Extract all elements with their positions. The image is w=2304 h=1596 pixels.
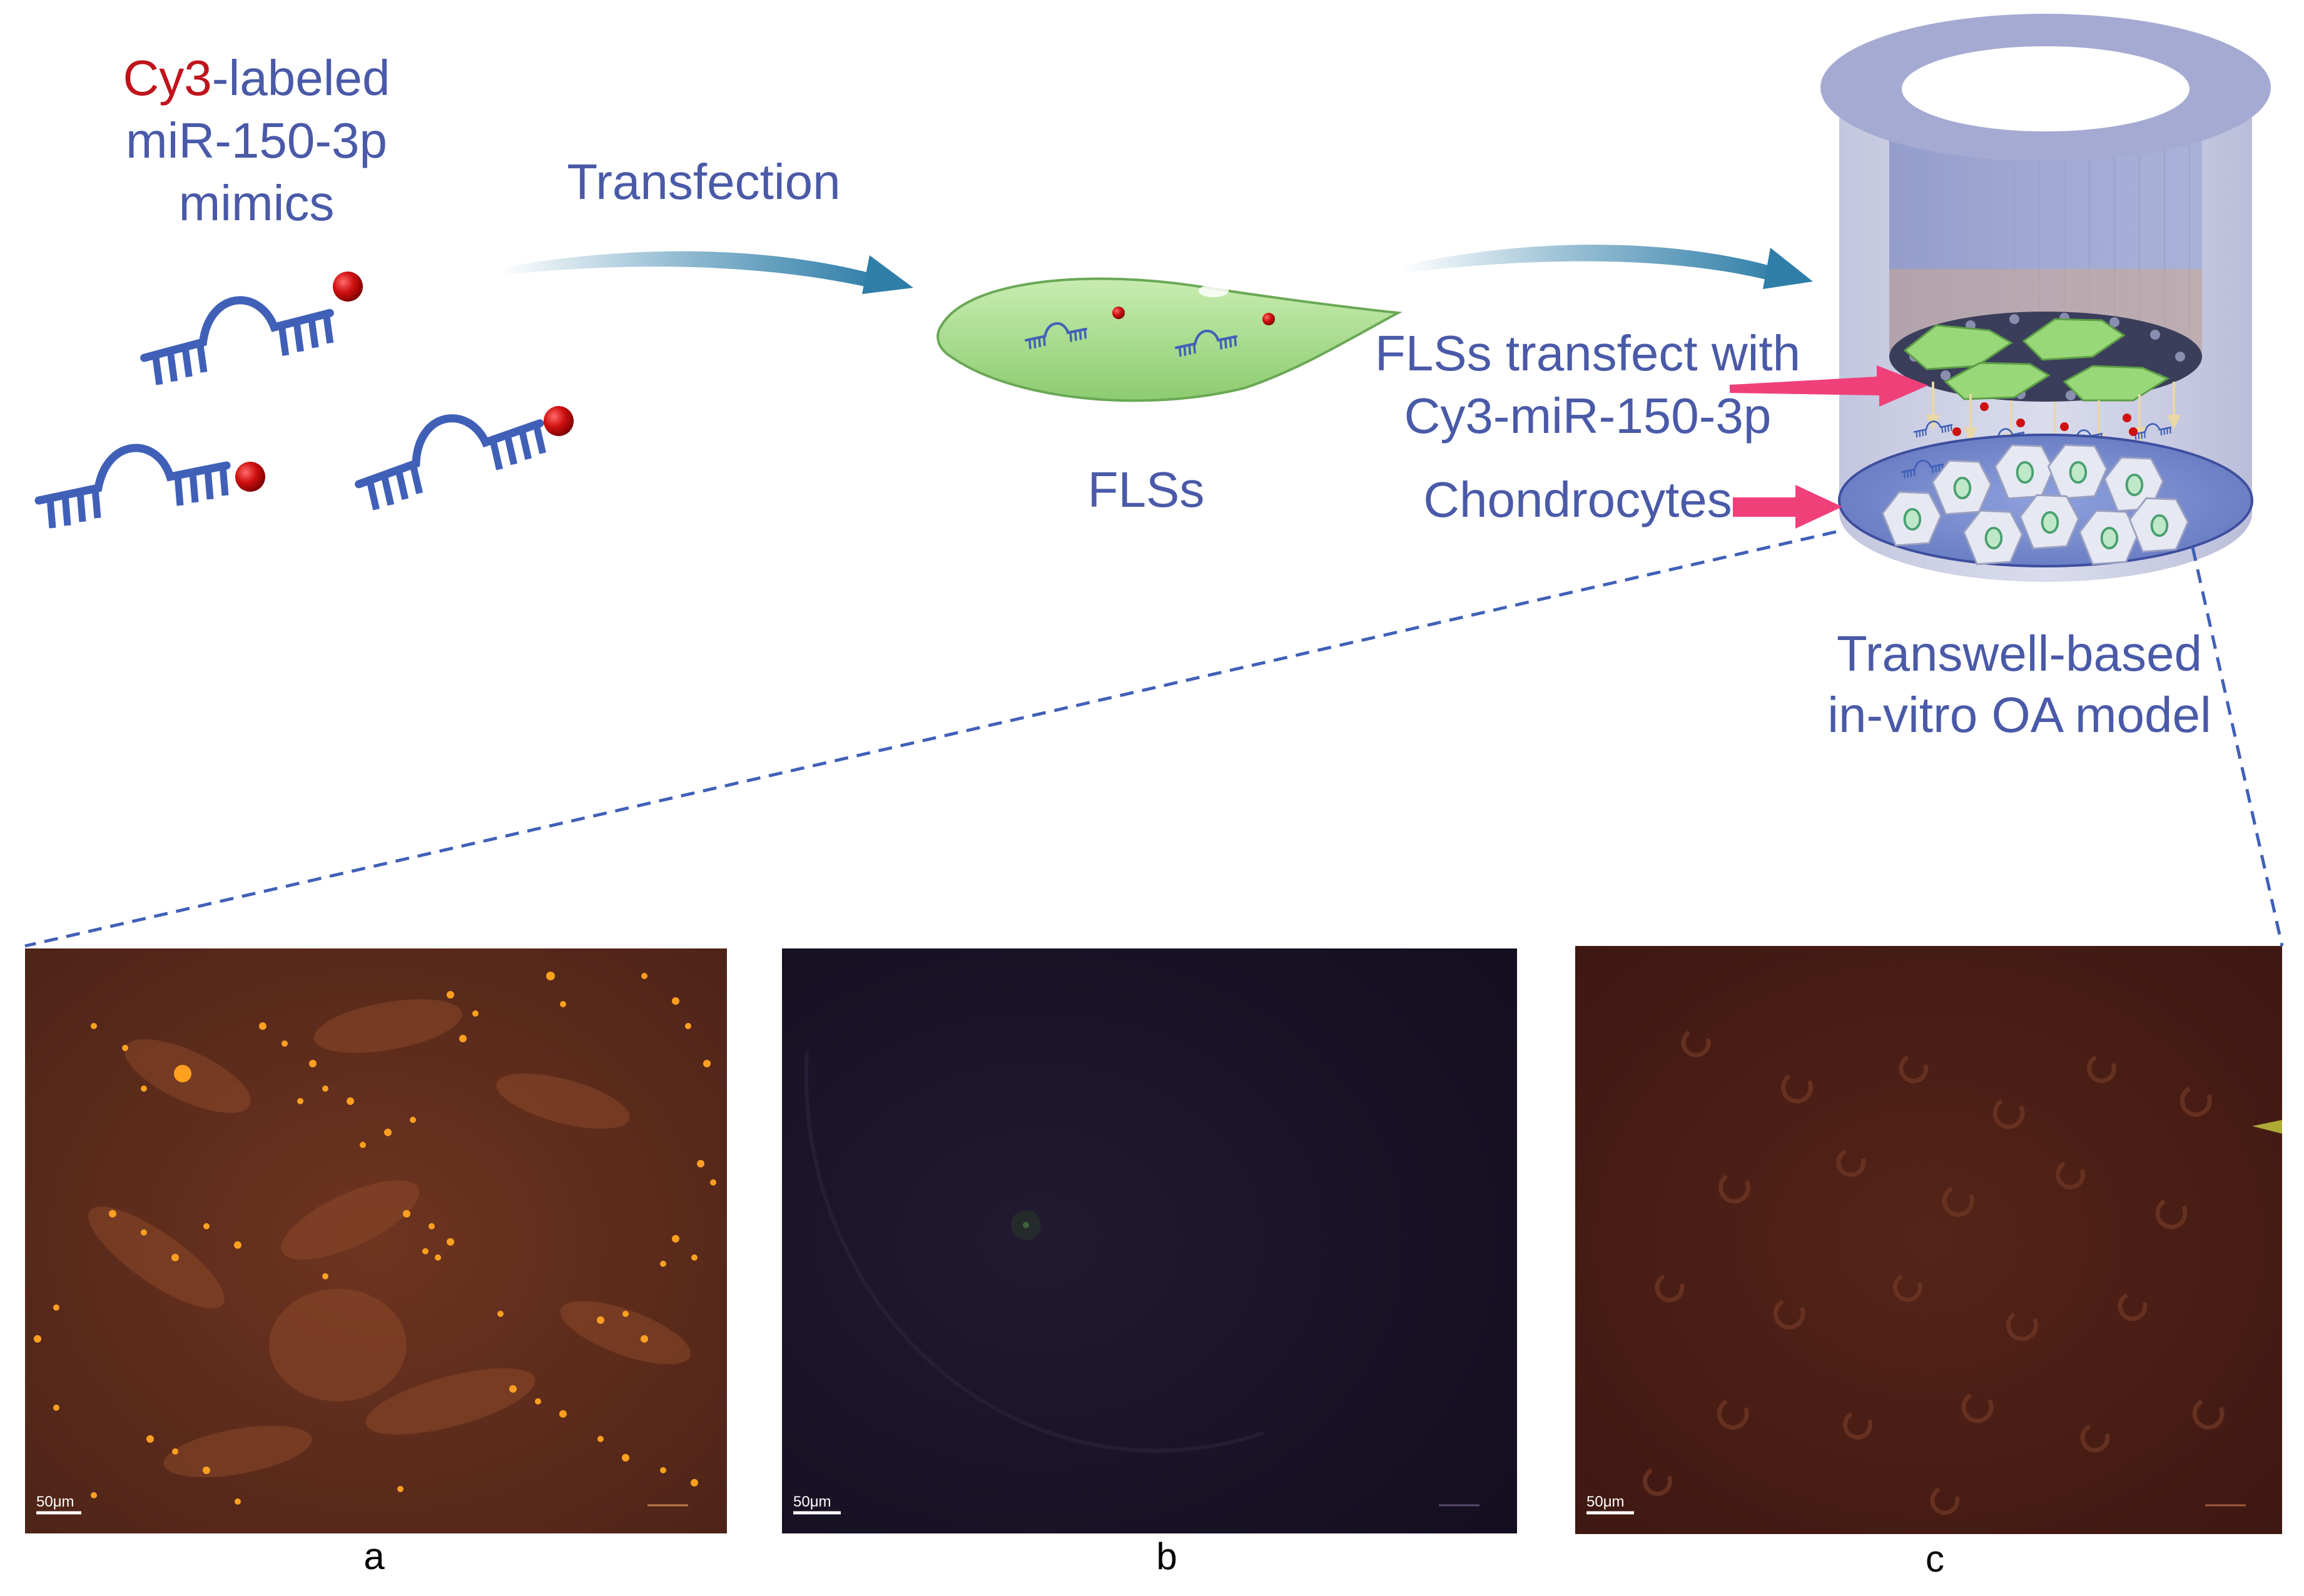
panel-letter-a: a [363,1535,385,1577]
fls-cell [936,277,1403,402]
cy3-label: Cy3 [123,50,212,106]
mimics-label: mimics [179,175,335,231]
micrograph-c: 50μm [1575,946,2282,1534]
zoom-guide-lines [24,530,2284,948]
flss-label: FLSs [1088,462,1205,517]
panel-letter-c: c [1926,1538,1944,1580]
transfection-label: Transfection [567,154,840,210]
coculture-arrow [1401,245,1813,289]
mimic-label-line1: Cy3-labeled [123,50,390,106]
pink-arrow-chondrocytes [1733,485,1842,529]
micrograph-b: 50μm [782,948,1517,1533]
mimic-molecule-3 [352,406,574,511]
labeled-suffix: -labeled [212,50,390,106]
flss-transfect-line1: FLSs transfect with [1375,325,1800,381]
mimic-molecule-1 [141,272,363,385]
transwell-insert [1820,14,2271,582]
pink-arrow-fls [1730,365,1928,407]
transwell-label-line1: Transwell-based [1837,626,2202,681]
micrograph-a: 50μm [25,948,727,1533]
transfection-arrow [500,251,913,294]
scale-bar-a: 50μm [36,1493,74,1510]
scale-bar-c: 50μm [1586,1493,1625,1510]
scale-bar-b: 50μm [793,1493,831,1510]
flss-transfect-line2: Cy3-miR-150-3p [1404,388,1772,444]
chondrocytes-label: Chondrocytes [1423,472,1732,527]
transwell-label-line2: in-vitro OA model [1827,687,2211,743]
panel-letter-b: b [1156,1535,1177,1577]
mimic-name-label: miR-150-3p [126,113,387,168]
mimic-molecule-2 [39,448,265,528]
